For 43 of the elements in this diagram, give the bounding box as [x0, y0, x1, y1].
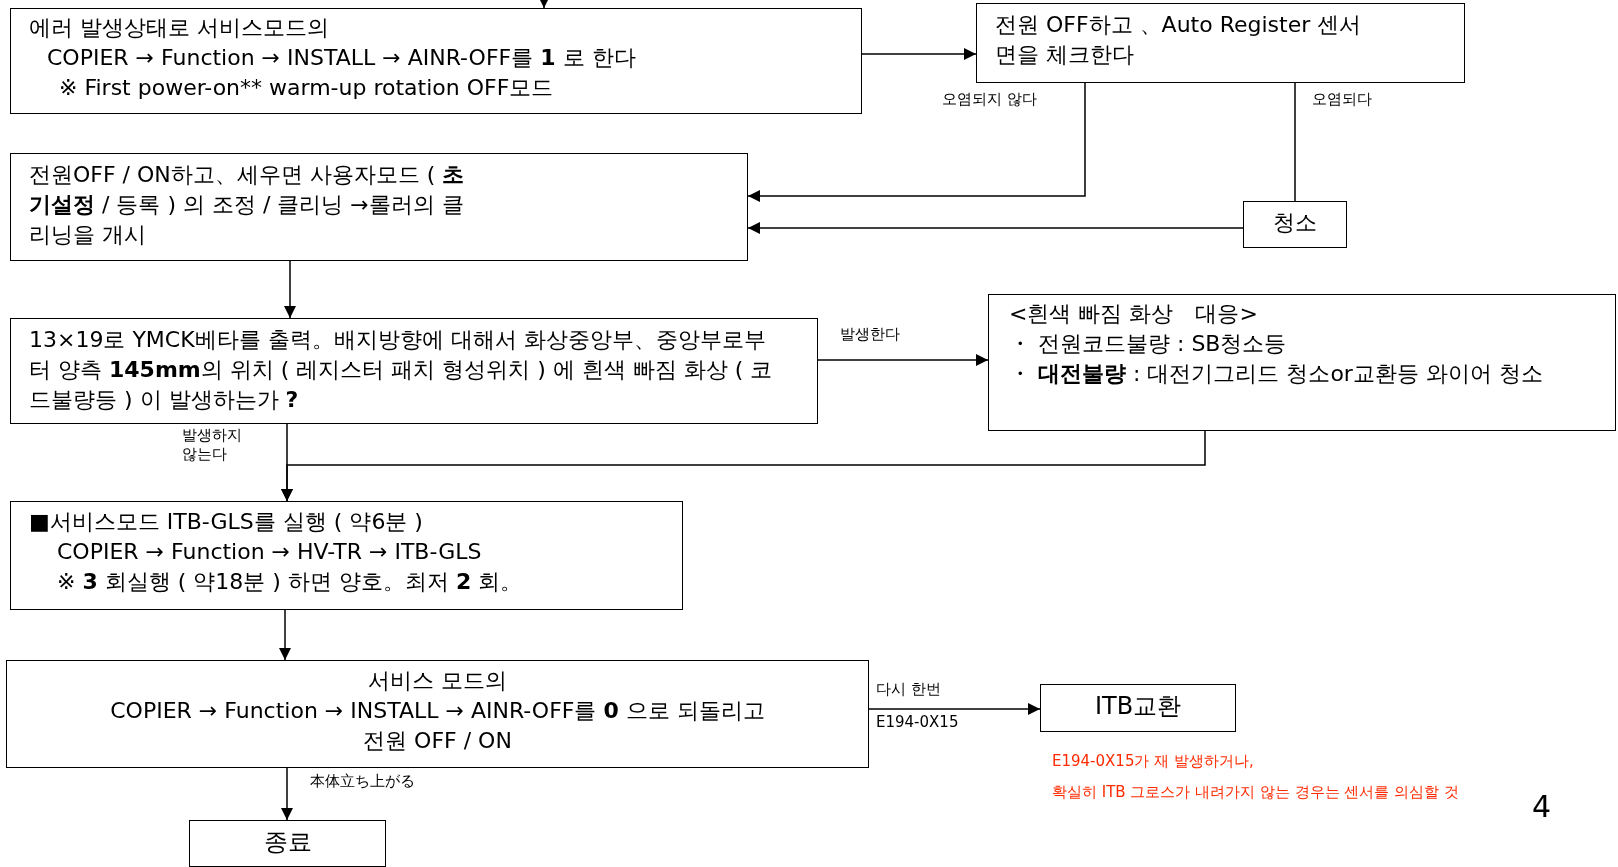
- arrow: [868, 703, 1041, 715]
- note-text: E194-0X15가 재 발생하거나,: [1050, 752, 1256, 771]
- box-text: 종료: [263, 827, 312, 857]
- box-text: 청소: [1273, 209, 1317, 237]
- edge-label: 오염되다: [1310, 90, 1374, 109]
- box-text: COPIER → Function → INSTALL → AINR-OFF를 0 으로 되돌리고: [110, 697, 765, 725]
- edge-label: 오염되지 않다: [940, 90, 1039, 109]
- box-text: ※ First power-on** warm-up rotation OFF모드: [59, 74, 554, 102]
- box-text: ITB교환: [1094, 691, 1182, 721]
- box-text: ■서비스모드 ITB-GLS를 실행 ( 약6분 ): [29, 508, 423, 536]
- box-text: 전원 OFF / ON: [363, 727, 512, 755]
- bullet-item: ・ 대전불량 : 대전기그리드 청소or교환등 와이어 청소: [1009, 360, 1543, 388]
- arrow: [281, 767, 293, 821]
- arrow: [861, 48, 977, 60]
- process-box: [988, 294, 1616, 431]
- box-text: ※ 3 회실행 ( 약18분 ) 하면 양호。최저 2 회。: [57, 568, 523, 596]
- arrow: [817, 354, 989, 366]
- arrow: [281, 430, 1206, 502]
- process-box: [10, 8, 862, 114]
- arrow: [538, 0, 550, 9]
- action-box: [1243, 201, 1347, 248]
- bullet-item: ・ 전원코드불량 : SB청소등: [1009, 330, 1287, 358]
- box-text: 에러 발생상태로 서비스모드의: [29, 14, 329, 42]
- box-text: COPIER → Function → INSTALL → AINR-OFF를 1 로 한다: [47, 44, 636, 72]
- box-text: 서비스 모드의: [368, 667, 507, 695]
- action-box: [1040, 684, 1236, 732]
- process-box: [976, 3, 1465, 83]
- arrow: [284, 260, 296, 319]
- box-text: 전원 OFF하고 、Auto Register 센서면을 체크한다: [995, 11, 1363, 69]
- process-box: [10, 318, 818, 424]
- edge-label: 발생한다: [838, 325, 902, 344]
- arrow: [279, 609, 291, 661]
- box-heading: <흰색 빠짐 화상 대응>: [1009, 300, 1258, 328]
- box-text: COPIER → Function → HV-TR → ITB-GLS: [57, 538, 482, 566]
- arrow: [747, 82, 1086, 202]
- box-text: 13×19로 YMCK베타를 출력。배지방향에 대해서 화상중앙부、중앙부로부터 양측 145mm의 위치 ( 레지스터 패치 형성위치 ) 에 흰색 빠짐 화상 ( 코드불량등 ) 이 발생하는가 ?: [29, 326, 774, 414]
- edge-label: 다시 한번: [874, 680, 943, 699]
- process-box: [6, 660, 869, 768]
- end-box: [189, 820, 386, 867]
- process-box: [10, 501, 683, 610]
- process-box: [10, 153, 748, 261]
- box-text: 전원OFF / ON하고、세우면 사용자모드 ( 초기설정 / 등록 ) 의 조정 / 클리닝 →롤러의 클리닝을 개시: [29, 161, 466, 249]
- arrow: [747, 222, 1244, 234]
